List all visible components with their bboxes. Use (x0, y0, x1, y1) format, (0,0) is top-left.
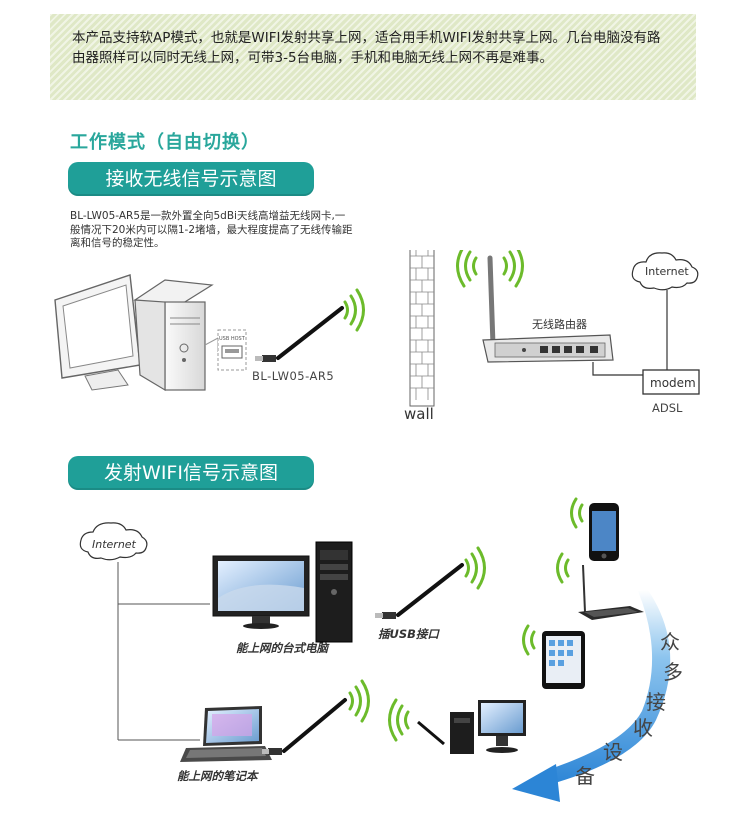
phone-wifi-signal-icon (570, 497, 584, 529)
transmit-diagram: Internet 能上网的台式电脑 插USB接口 (79, 497, 671, 802)
modem-box (642, 369, 700, 395)
router-modem-cable (592, 362, 643, 376)
receive-diagram-title: 接收无线信号示意图 (68, 162, 314, 196)
curved-arrow-icon (512, 590, 671, 802)
intro-banner: 本产品支持软AP模式，也就是WIFI发射共享上网，适合用手机WIFI发射共享上网… (50, 14, 696, 100)
modem-label: modem (650, 376, 696, 390)
tablet-icon (542, 631, 585, 689)
devices-char-1: 众 (660, 630, 680, 654)
usb-wifi-adapter-icon (255, 306, 344, 362)
usb-host-port-icon (204, 329, 247, 371)
laptop-wifi-signal-icon (348, 679, 370, 723)
transmit-wifi-signal-icon (464, 546, 486, 590)
receive-diagram: USB HOST BL-LW05-AR5 (54, 250, 700, 415)
network-lines (117, 562, 210, 741)
desktop-computer-icon (212, 541, 353, 643)
laptop-icon (180, 706, 272, 762)
desktop-label: 能上网的台式电脑 (236, 641, 330, 655)
wifi-signal-icon (343, 288, 365, 332)
devices-char-4: 收 (633, 716, 653, 740)
usb-port-label: 插USB接口 (378, 627, 440, 641)
intro-text: 本产品支持软AP模式，也就是WIFI发射共享上网，适合用手机WIFI发射共享上网… (72, 30, 661, 66)
wall-label: wall (404, 405, 434, 423)
router-label: 无线路由器 (532, 317, 587, 331)
mode-title: 工作模式（自由切换） (70, 132, 260, 153)
transmit-internet-label: Internet (92, 538, 137, 551)
adsl-label: ADSL (652, 401, 683, 415)
usb-host-label: USB HOST (219, 336, 246, 342)
transmit-diagram-title: 发射WIFI信号示意图 (68, 456, 314, 490)
devices-char-3: 接 (646, 690, 666, 714)
tablet-wifi-signal-icon (522, 624, 536, 656)
adapter-model-label: BL-LW05-AR5 (252, 369, 334, 383)
internet-cloud-icon (631, 252, 699, 291)
laptop-label: 能上网的笔记本 (177, 769, 259, 783)
adapter-description: BL-LW05-AR5是一款外置全向5dBi天线高增益无线网卡,一般情况下20米… (70, 210, 353, 249)
transmit-usb-adapter-icon (375, 563, 464, 619)
pc-tower-icon (133, 279, 214, 392)
wireless-router-icon (482, 255, 614, 363)
devices-char-6: 备 (575, 764, 595, 788)
wall-icon (409, 250, 435, 407)
desktop-monitor-icon (54, 274, 141, 391)
smartphone-icon (589, 503, 619, 561)
transmit-internet-cloud-icon (79, 522, 148, 561)
netbook-icon (578, 564, 644, 620)
receiving-desktop-wifi-signal-icon (388, 698, 410, 742)
devices-char-5: 设 (603, 740, 623, 764)
laptop-usb-adapter-icon (262, 698, 347, 755)
router-wifi-signal-icon (456, 250, 524, 288)
receiving-desktop-icon (417, 700, 526, 754)
internet-label: Internet (645, 265, 689, 278)
netbook-wifi-signal-icon (556, 552, 570, 584)
devices-char-2: 多 (663, 660, 683, 684)
